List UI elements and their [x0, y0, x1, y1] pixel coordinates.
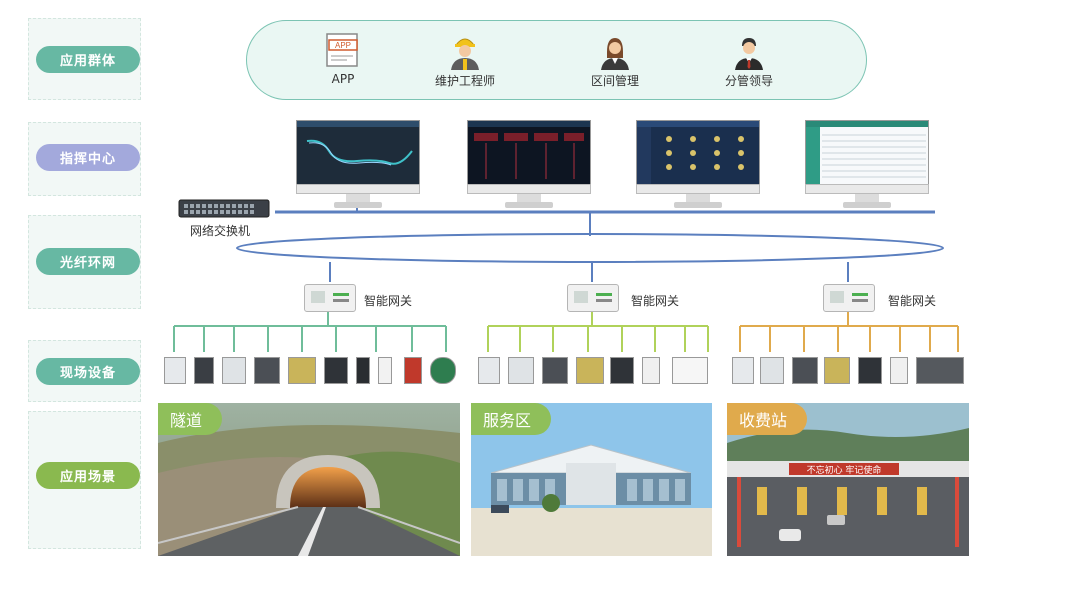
app-icon: APP — [326, 33, 358, 67]
switch-label: 网络交换机 — [190, 224, 251, 238]
device-tree-left — [173, 310, 447, 352]
scene-service-area: 服务区 — [471, 403, 712, 556]
protection-relay-icon — [164, 357, 186, 384]
generator-icon — [288, 357, 316, 384]
protection-relay-icon — [478, 357, 500, 384]
monitor-dark-dashboard — [467, 120, 591, 210]
device-tree-middle — [487, 310, 709, 352]
scene-tag-tunnel: 隧道 — [158, 403, 223, 435]
engineer-icon — [451, 38, 479, 70]
protection-relay-icon — [732, 357, 754, 384]
lane-label-command: 指挥中心 — [36, 144, 140, 171]
leader-icon — [735, 38, 763, 70]
device-tree-right — [739, 310, 959, 352]
gateway-label-middle: 智能网关 — [631, 294, 680, 308]
smart-gateway-icon — [567, 284, 619, 312]
lane-label-scene: 应用场景 — [36, 462, 140, 489]
route-map-graphic — [297, 121, 419, 166]
scene-tag-toll-station: 收费站 — [727, 403, 808, 435]
toll-banner-text: 不忘初心 牢记使命 — [807, 464, 882, 476]
monitor-table — [805, 120, 929, 210]
lane-label-users: 应用群体 — [36, 46, 140, 73]
cabinet-icon — [858, 357, 882, 384]
user-leader: 分管领导 — [704, 30, 794, 89]
lane-label-fiber: 光纤环网 — [36, 248, 140, 275]
manager-woman-icon — [601, 38, 629, 70]
display-meter-icon — [792, 357, 818, 384]
cabinet-icon — [324, 357, 348, 384]
gateway-label-left: 智能网关 — [364, 294, 413, 308]
monitor-map — [296, 120, 420, 210]
monitor-device-grid — [636, 120, 760, 210]
monitor-screen — [296, 120, 420, 186]
power-meter-icon — [508, 357, 534, 384]
camera-screen-icon — [916, 357, 964, 384]
user-label-leader: 分管领导 — [724, 74, 773, 88]
display-meter-icon — [254, 357, 280, 384]
detector-icon — [672, 357, 708, 384]
display-meter-icon — [542, 357, 568, 384]
user-label-app: APP — [331, 72, 355, 86]
sensor-icon — [642, 357, 660, 384]
sensor-icon — [890, 357, 908, 384]
table-screen-graphic — [806, 121, 928, 185]
lane-label-field: 现场设备 — [36, 358, 140, 385]
cabinet-icon — [610, 357, 634, 384]
meter-panel-icon — [194, 357, 214, 384]
smart-gateway-icon — [304, 284, 356, 312]
toll-station-image: 不忘初心 牢记使命 — [727, 403, 969, 556]
power-meter-icon — [222, 357, 246, 384]
smart-gateway-icon — [823, 284, 875, 312]
user-engineer: 维护工程师 — [420, 30, 510, 89]
fan-motor-icon — [430, 357, 456, 384]
ups-cabinet-icon — [356, 357, 370, 384]
scene-toll-station: 不忘初心 牢记使命 收费站 — [727, 403, 969, 556]
fiber-ring — [236, 233, 944, 263]
user-label-engineer: 维护工程师 — [434, 74, 495, 88]
generator-icon — [576, 357, 604, 384]
gateway-label-right: 智能网关 — [888, 294, 937, 308]
user-label-manager: 区间管理 — [590, 74, 639, 88]
generator-icon — [824, 357, 850, 384]
fire-pump-icon — [404, 357, 422, 384]
user-manager: 区间管理 — [570, 30, 660, 89]
app-icon-text: APP — [335, 41, 351, 50]
electrical-box-icon — [378, 357, 392, 384]
power-meter-icon — [760, 357, 784, 384]
scene-tunnel: 隧道 — [158, 403, 460, 556]
network-switch-icon — [178, 199, 270, 218]
device-grid-graphic — [637, 121, 759, 185]
dark-dashboard-graphic — [468, 121, 590, 179]
user-app: APP APP — [298, 30, 388, 86]
monitor-screen — [467, 120, 591, 186]
scene-tag-service-area: 服务区 — [471, 403, 552, 435]
monitor-screen — [636, 120, 760, 186]
